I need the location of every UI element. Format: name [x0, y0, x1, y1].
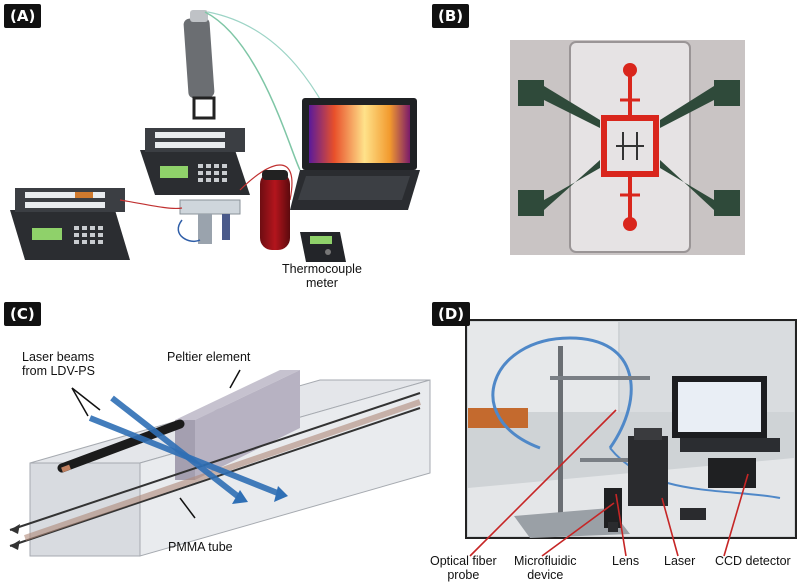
panel-c: (C) Laser beams from LDV-PS: [0, 298, 440, 583]
black-tube: [57, 419, 185, 473]
microfluidic-device-photo: [608, 522, 618, 532]
experimental-setup-illustration: [10, 10, 420, 262]
ldv-setup-schematic: [9, 369, 431, 557]
lens-label: Lens: [612, 554, 640, 568]
thermocouple-meter-label: Thermocouple meter: [282, 262, 362, 290]
panel-b-tag: (B): [432, 4, 470, 28]
panel-a-tag: (A): [4, 4, 42, 28]
panel-a: (A): [0, 0, 420, 295]
optical-fiber-probe-label: Optical fiber probe: [430, 554, 497, 582]
panel-c-tag: (C): [4, 302, 41, 326]
ccd-detector: [708, 458, 756, 488]
laser-unit: [628, 436, 668, 506]
water-bath-bottle: [260, 172, 290, 250]
lens-holder: [604, 488, 622, 528]
peltier-element: [175, 370, 300, 480]
optical-setup-photo: [465, 319, 797, 557]
panel-d: (D) Opt: [430, 298, 800, 583]
panel-d-tag: (D): [432, 302, 471, 326]
peltier-element-label: Peltier element: [167, 350, 251, 364]
laser-beams: [88, 395, 288, 504]
syringe-pump-front: [10, 188, 130, 260]
microfluidic-device-label: Microfluidic device: [514, 554, 577, 582]
pmma-tube-label: PMMA tube: [168, 540, 233, 554]
thermal-camera: [183, 10, 216, 120]
laser-beams-label: Laser beams from LDV-PS: [22, 350, 95, 378]
laptop: [290, 98, 420, 210]
thermocouple-meter: [300, 232, 346, 262]
laser-label: Laser: [664, 554, 696, 568]
panel-b: (B): [430, 0, 800, 295]
optical-fiber-cable: [491, 336, 633, 450]
microfluidic-chip-photo: [510, 40, 745, 255]
ccd-detector-label: CCD detector: [715, 554, 791, 568]
syringe-pump-back: [140, 128, 250, 195]
